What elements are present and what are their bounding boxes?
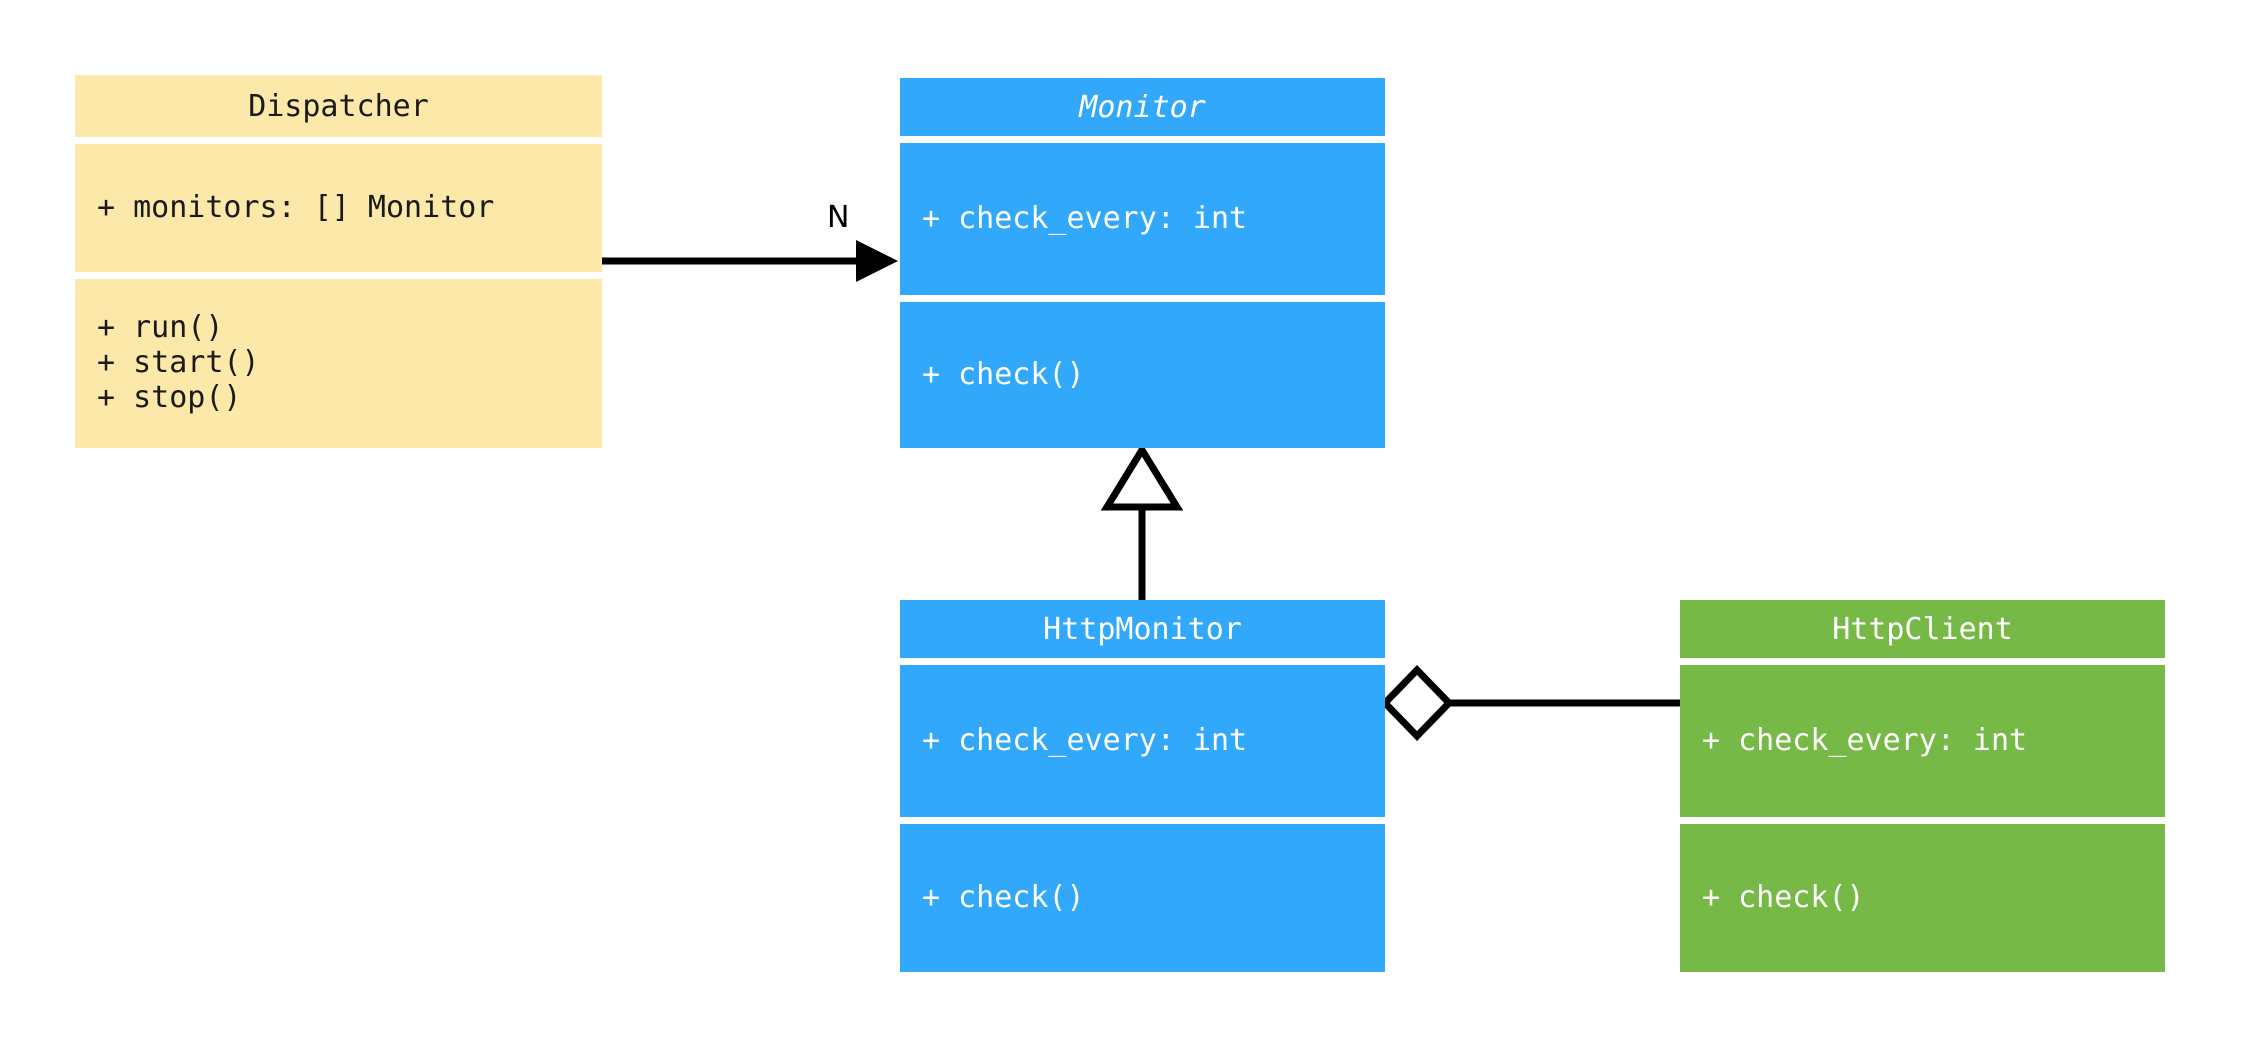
class-attributes-httpmonitor: + check_every: int [900, 665, 1385, 817]
compartment-divider [1680, 658, 2165, 665]
class-attributes-httpclient: + check_every: int [1680, 665, 2165, 817]
class-methods-monitor: + check() [900, 302, 1385, 448]
class-methods-httpmonitor: + check() [900, 824, 1385, 972]
attribute-row: + check_every: int [1702, 722, 2028, 758]
class-title-httpmonitor: HttpMonitor [900, 600, 1385, 658]
class-methods-httpclient: + check() [1680, 824, 2165, 972]
compartment-divider [75, 137, 602, 144]
class-box-httpmonitor[interactable]: HttpMonitor + check_every: int + check() [900, 600, 1385, 972]
method-row: + run() [97, 310, 224, 346]
edge-dispatcher-to-monitor [602, 240, 898, 282]
method-row: + start() [97, 345, 260, 381]
compartment-divider [900, 136, 1385, 143]
class-attributes-dispatcher: + monitors: [] Monitor [75, 144, 602, 272]
method-row: + check() [1702, 879, 1865, 915]
edge-httpmonitor-to-httpclient [1380, 664, 1680, 742]
attribute-row: + check_every: int [922, 722, 1248, 758]
compartment-divider [1680, 817, 2165, 824]
method-row: + check() [922, 879, 1085, 915]
filled-arrowhead-icon [856, 240, 898, 282]
attribute-row: + check_every: int [922, 200, 1248, 236]
class-attributes-monitor: + check_every: int [900, 143, 1385, 295]
class-title-httpclient: HttpClient [1680, 600, 2165, 658]
hollow-diamond-arrowhead-icon [1380, 664, 1454, 742]
class-title-dispatcher: Dispatcher [75, 75, 602, 137]
class-box-dispatcher[interactable]: Dispatcher + monitors: [] Monitor + run(… [75, 75, 602, 448]
class-methods-dispatcher: + run() + start() + stop() [75, 279, 602, 448]
edge-httpmonitor-to-monitor [1100, 443, 1184, 600]
compartment-divider [75, 272, 602, 279]
hollow-triangle-arrowhead-icon [1100, 443, 1184, 511]
attribute-row: + monitors: [] Monitor [97, 189, 495, 225]
compartment-divider [900, 295, 1385, 302]
compartment-divider [900, 817, 1385, 824]
method-row: + check() [922, 356, 1085, 392]
class-box-monitor[interactable]: Monitor + check_every: int + check() [900, 78, 1385, 448]
association-multiplicity-label: N [827, 200, 850, 235]
class-box-httpclient[interactable]: HttpClient + check_every: int + check() [1680, 600, 2165, 972]
class-title-monitor: Monitor [900, 78, 1385, 136]
method-row: + stop() [97, 379, 242, 415]
compartment-divider [900, 658, 1385, 665]
